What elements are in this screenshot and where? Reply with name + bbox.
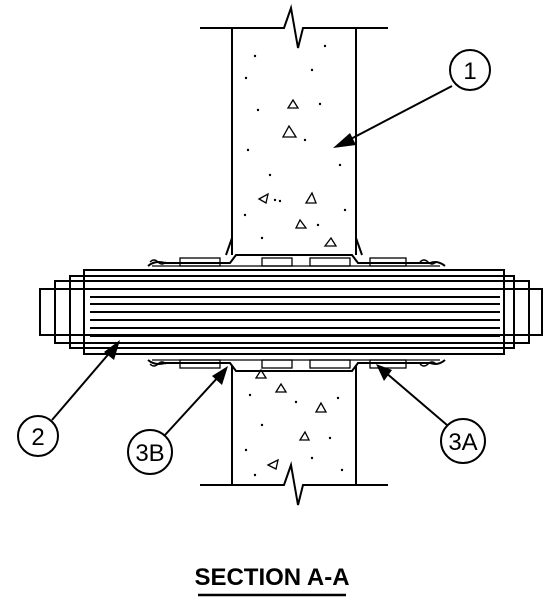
callout-3a-arrowhead [376,364,392,381]
callout-2-label: 2 [31,424,44,451]
callout-3b: 3B [127,366,228,475]
callout-2: 2 [17,340,120,457]
section-title: SECTION A-A [194,564,350,597]
callout-3b-label: 3B [135,440,164,467]
firestop-device-top [147,237,446,267]
callout-1-arrowhead [333,133,356,148]
concrete-stipple-upper [243,44,347,247]
concrete-stipple-lower [244,368,344,477]
wall-lower [200,365,388,506]
callout-1: 1 [333,49,491,148]
callout-2-arrowhead [104,340,120,360]
callout-1-label: 1 [463,58,476,85]
penetrating-layers [39,269,543,355]
callout-3a: 3A [376,364,486,464]
wall-upper [200,4,388,255]
callout-3b-arrowhead [212,366,228,385]
callout-3a-label: 3A [448,429,477,456]
firestop-device-bottom [147,359,446,372]
section-title-text: SECTION A-A [194,564,349,591]
